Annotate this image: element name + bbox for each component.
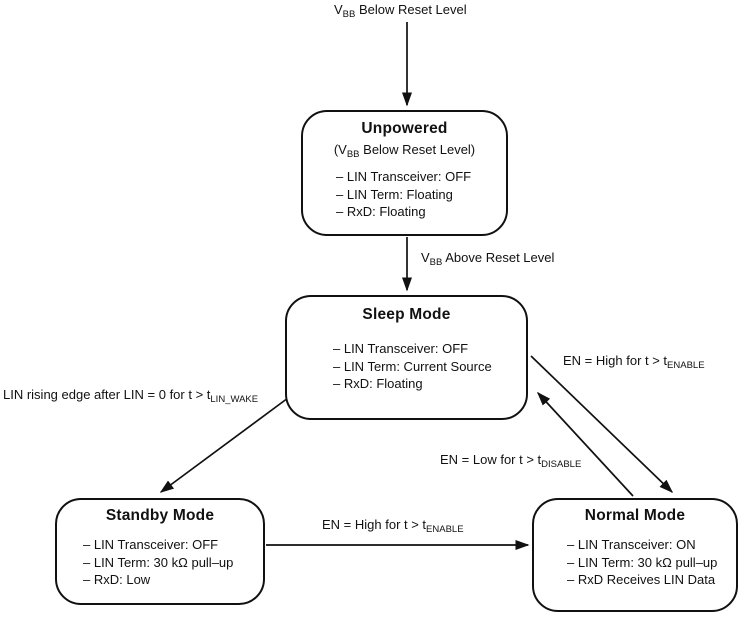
state-title: Standby Mode: [105, 507, 215, 524]
label-text: Above Reset Level: [442, 250, 555, 265]
label-text: LIN rising edge after LIN = 0 for t > t: [3, 387, 211, 402]
state-item: – RxD: Floating: [336, 204, 426, 219]
transition-label-en-low-normal-sleep: EN = Low for t > tDISABLE: [440, 452, 582, 470]
state-item: – RxD: Low: [83, 572, 151, 587]
state-item-list: – LIN Transceiver: OFF – LIN Term: 30 kΩ…: [83, 536, 263, 589]
label-text: Below Reset Level: [355, 2, 467, 17]
transition-label-vbb-above: VBB Above Reset Level: [421, 250, 555, 268]
label-subscript: ENABLE: [667, 360, 705, 371]
label-subscript: LIN_WAKE: [210, 394, 259, 405]
state-item-list: – LIN Transceiver: OFF – LIN Term: Float…: [336, 168, 506, 221]
state-sleep-mode: Sleep Mode – LIN Transceiver: OFF – LIN …: [285, 295, 528, 420]
label-subscript: BB: [346, 149, 360, 160]
label-text: (V: [333, 142, 347, 157]
state-unpowered: Unpowered (VBB Below Reset Level) – LIN …: [301, 110, 508, 236]
state-item: – LIN Term: 30 kΩ pull–up: [567, 554, 718, 570]
state-item: – RxD Receives LIN Data: [567, 572, 716, 587]
label-text: V: [421, 250, 430, 265]
transition-label-vbb-below: VBB Below Reset Level: [334, 2, 467, 20]
state-item-list: – LIN Transceiver: ON – LIN Term: 30 kΩ …: [567, 536, 736, 589]
state-item-list: – LIN Transceiver: OFF – LIN Term: Curre…: [333, 340, 526, 393]
label-text: Below Reset Level): [359, 142, 476, 157]
label-subscript: BB: [342, 9, 356, 20]
state-item: – RxD: Floating: [333, 376, 423, 391]
state-item: – LIN Transceiver: OFF: [83, 537, 219, 552]
state-title: Unpowered: [361, 120, 448, 137]
arrow-sleep-to-standby: [159, 397, 289, 493]
label-subscript: DISABLE: [541, 459, 582, 470]
label-text: EN = High for t > t: [322, 517, 427, 532]
state-item: – LIN Transceiver: OFF: [333, 341, 469, 356]
transition-label-en-high-standby-normal: EN = High for t > tENABLE: [322, 517, 464, 535]
state-item: – LIN Term: Floating: [336, 186, 453, 202]
state-title: Normal Mode: [584, 507, 686, 524]
state-standby-mode: Standby Mode – LIN Transceiver: OFF – LI…: [55, 498, 265, 605]
arrow-sleep-to-normal: [530, 355, 674, 494]
label-text: EN = Low for t > t: [440, 452, 542, 467]
state-item: – LIN Term: Current Source: [333, 358, 492, 374]
transition-label-en-high-sleep-normal: EN = High for t > tENABLE: [563, 353, 705, 371]
label-subscript: BB: [429, 257, 443, 268]
state-title: Sleep Mode: [362, 306, 451, 323]
state-subtitle: (VBB Below Reset Level): [303, 142, 506, 160]
state-item: – LIN Term: 30 kΩ pull–up: [83, 554, 234, 570]
state-item: – LIN Transceiver: ON: [567, 537, 696, 552]
label-text: V: [334, 2, 343, 17]
state-normal-mode: Normal Mode – LIN Transceiver: ON – LIN …: [532, 498, 738, 612]
arrow-normal-to-sleep: [536, 391, 634, 497]
state-item: – LIN Transceiver: OFF: [336, 169, 472, 184]
label-text: EN = High for t > t: [563, 353, 668, 368]
label-subscript: ENABLE: [426, 524, 464, 535]
transition-label-lin-wake: LIN rising edge after LIN = 0 for t > tL…: [3, 387, 259, 405]
